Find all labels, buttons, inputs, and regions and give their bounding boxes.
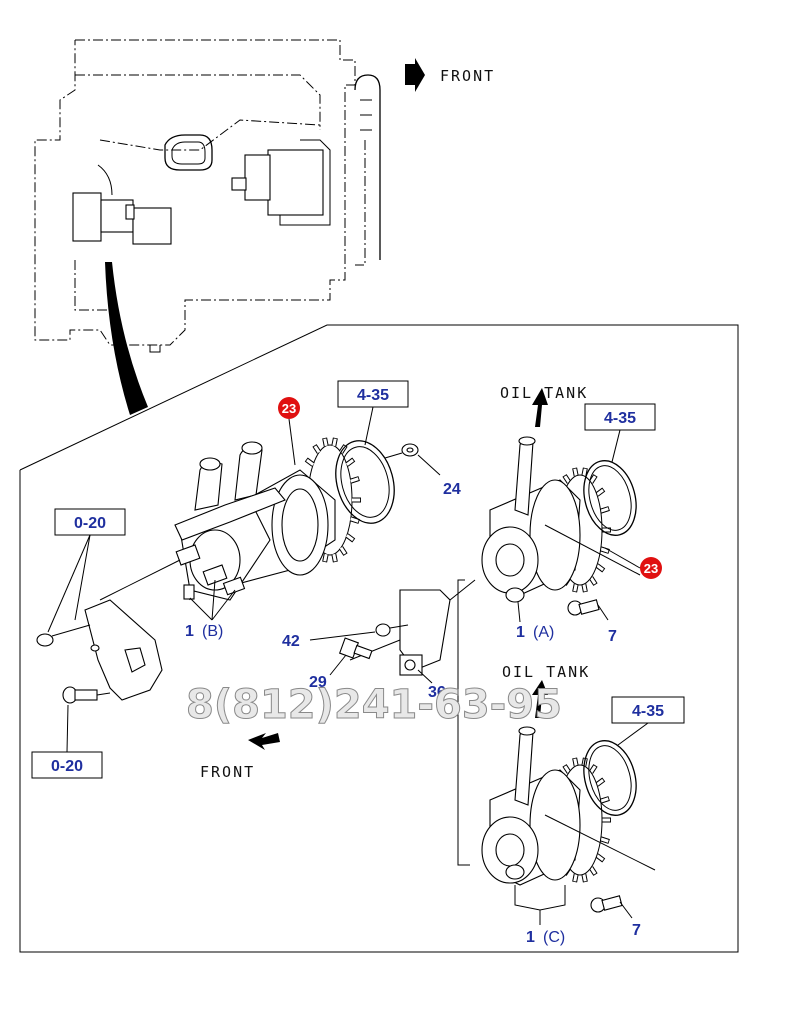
svg-text:23: 23 [644,561,658,576]
gear-tooth-fill [332,438,337,447]
svg-text:4-35: 4-35 [357,387,389,404]
gear-tooth-fill [345,534,354,542]
gear-tooth-fill [595,854,604,862]
svg-text:23: 23 [282,401,296,416]
part-1c-label: 1 (C) [514,885,566,946]
gear-tooth-fill [323,438,328,447]
part-7-label-b: 7 [632,922,641,939]
gear-tooth-fill [595,488,604,496]
part-1a-label: 1 (A) [516,601,554,641]
svg-text:1: 1 [526,929,535,946]
front-label-bottom: FRONT [200,763,255,781]
oil-tank-label-1: OIL TANK [500,384,588,402]
part-42-label: 42 [282,633,300,650]
svg-text:(C): (C) [543,929,565,946]
gear-tooth-fill [323,553,328,562]
gear-tooth-fill [595,778,604,786]
pump-c [481,680,656,919]
svg-text:(A): (A) [533,624,554,641]
nut-24 [384,443,441,476]
gear-tooth-fill [563,475,571,484]
svg-text:0-20: 0-20 [51,758,83,775]
gear-tooth-fill [582,468,587,477]
ref-box-0-20-b: 0-20 [31,704,103,779]
gear-tooth-fill [600,507,609,513]
part-24-label: 24 [443,481,461,498]
gear-tooth-fill [589,765,597,774]
bracket-0-20 [36,599,163,704]
ref-box-4-35-a: 4-35 [337,380,409,446]
gear-tooth-fill [600,837,609,843]
gear-tooth-fill [582,873,587,882]
gear-tooth-fill [332,553,337,562]
front-arrow-top: FRONT [405,58,495,92]
svg-text:4-35: 4-35 [632,703,664,720]
svg-text:4-35: 4-35 [604,410,636,427]
gear-tooth-fill [573,583,578,592]
gear-tooth-fill [573,873,578,882]
callout-23-b: 23 [604,547,662,579]
front-arrow-bottom: FRONT [200,733,280,781]
bracket-36 [309,579,476,676]
gear-tooth-fill [573,758,578,767]
part-7-label-a: 7 [608,628,617,645]
front-label-top: FRONT [440,67,495,85]
gear-tooth-fill [350,477,359,483]
gear-tooth-fill [600,547,609,553]
pump-b [99,437,395,601]
ref-box-4-35-b: 4-35 [584,403,656,463]
gear-tooth-fill [563,765,571,774]
gear-tooth-fill [589,866,597,875]
ref-box-0-20-a: 0-20 [47,508,126,633]
engine-outline [34,39,381,353]
gear-tooth-fill [589,576,597,585]
gear-tooth-fill [600,797,609,803]
gear-tooth-fill [350,517,359,523]
detail-border [19,324,739,953]
svg-text:(B): (B) [202,623,223,640]
gear-tooth-fill [589,475,597,484]
gear-tooth-fill [306,458,315,466]
gear-tooth-fill [345,458,354,466]
part-1b-label: 1 (B) [185,579,236,640]
part-36-label: 36 [428,684,446,701]
pump-a [481,388,641,621]
detail-pointer-arrow [105,262,148,415]
gear-tooth-fill [339,546,347,555]
ref-box-4-35-c: 4-35 [611,696,685,746]
watermark-phone: 8(812)241-63-95 [186,682,562,728]
oil-tank-label-2: OIL TANK [502,663,590,681]
svg-text:0-20: 0-20 [74,515,106,532]
svg-text:1: 1 [185,623,194,640]
gear-tooth-fill [582,583,587,592]
svg-text:1: 1 [516,624,525,641]
gear-tooth-fill [573,468,578,477]
connector-line [457,579,470,866]
part-29-label: 29 [309,674,327,691]
gear-tooth-fill [313,445,321,454]
callout-23-a: 23 [278,397,300,466]
gear-tooth-fill [595,564,604,572]
